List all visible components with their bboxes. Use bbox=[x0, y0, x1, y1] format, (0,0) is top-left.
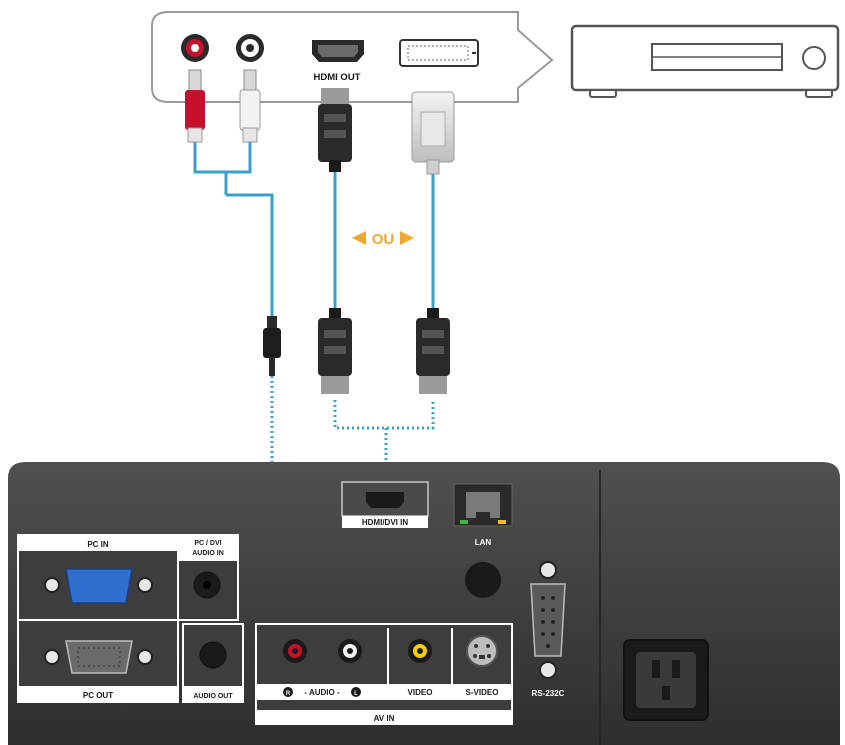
hdmi-plug-bottom-left bbox=[318, 308, 352, 394]
av-in-label: AV IN bbox=[374, 714, 395, 723]
audio-out-label: AUDIO OUT bbox=[193, 693, 233, 700]
video-label: VIDEO bbox=[408, 688, 433, 697]
pc-out-vga-port bbox=[44, 640, 153, 674]
audio-l-marker-text: L bbox=[354, 691, 358, 697]
audio-out-jack bbox=[199, 641, 227, 669]
rs232c-port bbox=[530, 561, 566, 679]
source-audio-white-jack bbox=[236, 34, 264, 62]
pc-dvi-audio-in-label-line1: PC / DVI bbox=[194, 540, 221, 547]
rs232c-label: RS-232C bbox=[532, 689, 565, 698]
rca-white-plug bbox=[239, 69, 261, 143]
pc-dvi-audio-in-jack bbox=[193, 571, 221, 599]
rca-red-plug bbox=[185, 69, 205, 143]
input-label-board bbox=[17, 534, 244, 703]
av-audio-white-jack bbox=[338, 639, 362, 663]
s-video-label: S-VIDEO bbox=[466, 688, 499, 697]
audio-label: - AUDIO - bbox=[304, 688, 340, 697]
pc-out-label: PC OUT bbox=[83, 691, 113, 700]
source-audio-red-jack bbox=[181, 34, 209, 62]
av-s-video-jack bbox=[466, 635, 498, 667]
audio-l-marker: L bbox=[351, 687, 361, 697]
hdmi-plug-top bbox=[318, 88, 352, 172]
av-video-yellow-jack bbox=[408, 639, 432, 663]
audio-r-marker: R bbox=[283, 687, 293, 697]
audio-cable bbox=[193, 140, 274, 318]
audio-r-marker-text: R bbox=[286, 691, 291, 697]
hdmi-dvi-in-label: HDMI/DVI IN bbox=[362, 518, 408, 527]
power-inlet bbox=[623, 639, 709, 721]
dvi-plug-top bbox=[411, 91, 455, 175]
pc-dvi-audio-in-label-line2: AUDIO IN bbox=[192, 550, 224, 557]
or-indicator: OU bbox=[352, 231, 414, 248]
dvd-player-icon bbox=[570, 24, 840, 98]
source-dvi-port bbox=[399, 39, 479, 67]
lan-label: LAN bbox=[475, 538, 492, 547]
lan-port bbox=[453, 483, 513, 527]
pc-in-label: PC IN bbox=[87, 540, 109, 549]
round-port bbox=[465, 562, 501, 598]
or-label: OU bbox=[372, 231, 395, 248]
pc-in-vga-port bbox=[44, 568, 153, 604]
hdmi-out-label: HDMI OUT bbox=[314, 72, 361, 83]
source-hdmi-out-port bbox=[312, 40, 364, 62]
av-audio-red-jack bbox=[283, 639, 307, 663]
hdmi-dvi-in-port bbox=[341, 481, 429, 528]
mini-jack-plug bbox=[263, 316, 281, 376]
hdmi-plug-bottom-right bbox=[416, 308, 450, 394]
